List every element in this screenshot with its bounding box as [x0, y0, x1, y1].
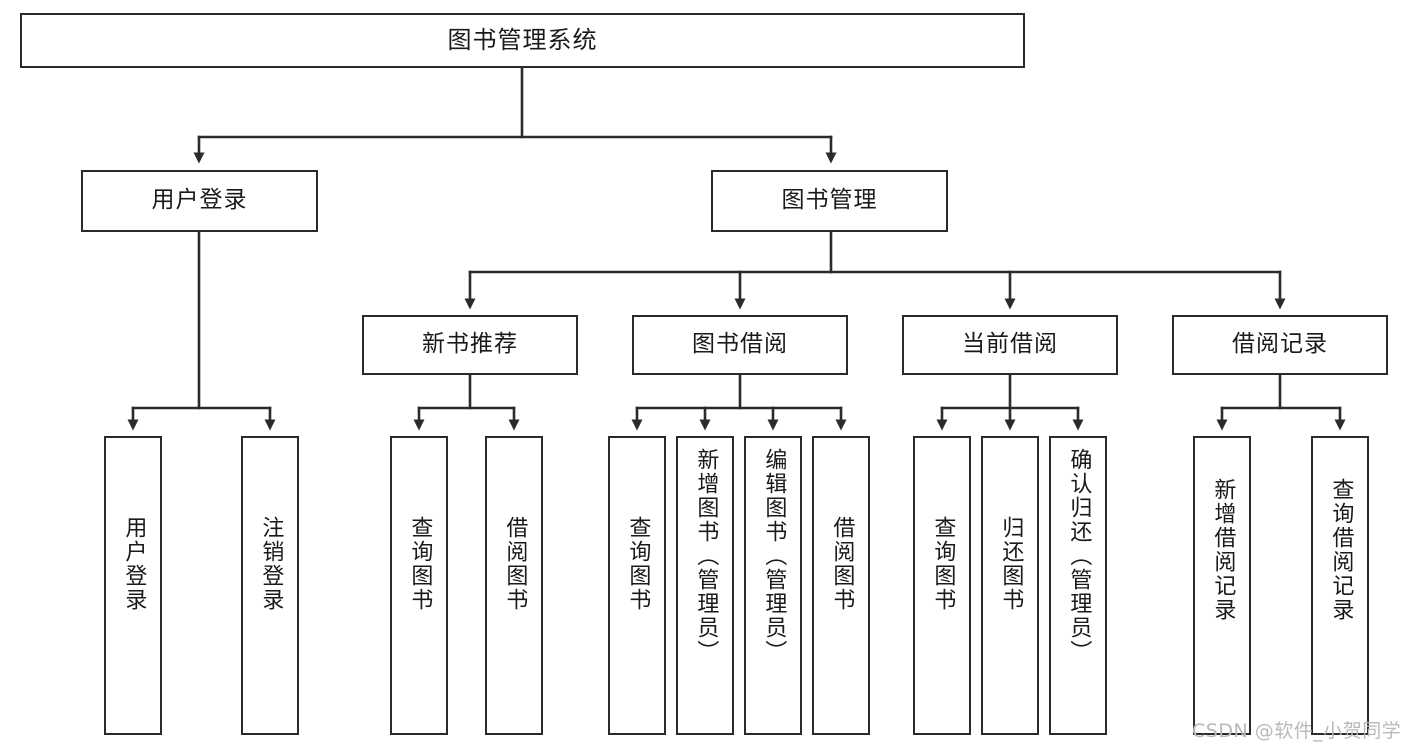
watermark-text: CSDN @软件_小贺同学 — [1192, 720, 1402, 742]
leaf-return-book[interactable]: 归还图书 — [981, 436, 1039, 735]
node-root-system[interactable]: 图书管理系统 — [20, 13, 1025, 68]
node-label: 图书借阅 — [692, 331, 788, 358]
node-label: 图书管理系统 — [447, 26, 598, 55]
node-label: 新增图书（管理员） — [693, 448, 719, 664]
node-borrow-record[interactable]: 借阅记录 — [1172, 315, 1388, 375]
node-label: 借阅记录 — [1232, 331, 1328, 358]
node-user-login[interactable]: 用户登录 — [81, 170, 318, 232]
leaf-query-book-recommend[interactable]: 查询图书 — [390, 436, 448, 735]
node-label: 编辑图书（管理员） — [761, 448, 787, 664]
node-label: 借阅图书 — [502, 516, 528, 612]
node-label: 借阅图书 — [829, 516, 855, 612]
node-label: 查询图书 — [407, 516, 433, 612]
leaf-borrow-book-recommend[interactable]: 借阅图书 — [485, 436, 543, 735]
leaf-add-book-admin[interactable]: 新增图书（管理员） — [676, 436, 734, 735]
node-current-borrow[interactable]: 当前借阅 — [902, 315, 1118, 375]
node-label: 新增借阅记录 — [1210, 478, 1236, 622]
node-label: 图书管理 — [781, 187, 878, 214]
leaf-add-borrow-record[interactable]: 新增借阅记录 — [1193, 436, 1251, 735]
node-new-book-recommend[interactable]: 新书推荐 — [362, 315, 578, 375]
leaf-query-book-borrow[interactable]: 查询图书 — [608, 436, 666, 735]
leaf-edit-book-admin[interactable]: 编辑图书（管理员） — [744, 436, 802, 735]
leaf-logout-login[interactable]: 注销登录 — [241, 436, 299, 735]
node-book-management[interactable]: 图书管理 — [711, 170, 948, 232]
leaf-borrow-book[interactable]: 借阅图书 — [812, 436, 870, 735]
leaf-user-login[interactable]: 用户登录 — [104, 436, 162, 735]
node-label: 归还图书 — [998, 516, 1024, 612]
node-label: 用户登录 — [151, 187, 248, 214]
node-label: 查询图书 — [930, 516, 956, 612]
leaf-confirm-return-admin[interactable]: 确认归还（管理员） — [1049, 436, 1107, 735]
node-label: 当前借阅 — [962, 331, 1058, 358]
leaf-query-borrow-record[interactable]: 查询借阅记录 — [1311, 436, 1369, 735]
node-label: 用户登录 — [121, 516, 147, 612]
node-label: 查询借阅记录 — [1328, 478, 1354, 622]
node-label: 新书推荐 — [422, 331, 518, 358]
node-book-borrow[interactable]: 图书借阅 — [632, 315, 848, 375]
leaf-query-book-current[interactable]: 查询图书 — [913, 436, 971, 735]
node-label: 确认归还（管理员） — [1066, 448, 1092, 664]
node-label: 查询图书 — [625, 516, 651, 612]
node-label: 注销登录 — [258, 516, 284, 612]
